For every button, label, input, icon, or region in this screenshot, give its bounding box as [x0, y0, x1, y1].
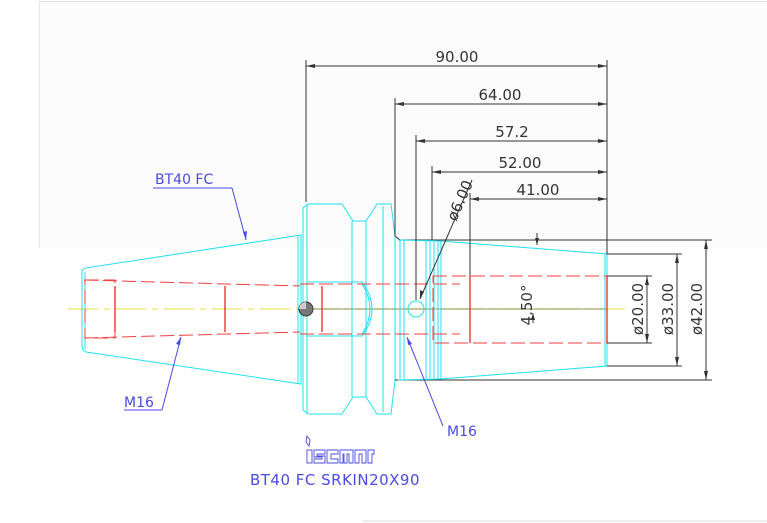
dim-length-52: 52.00: [499, 154, 542, 172]
part-name: BT40 FC SRKIN20X90: [250, 471, 420, 489]
nose-body: [394, 235, 608, 381]
dim-taper-angle: 4.50°: [518, 285, 536, 326]
cross-hole: [407, 300, 425, 318]
thread-label-right: M16: [447, 424, 477, 440]
hidden-bore-lines: [83, 275, 608, 344]
dim-body-dia: ø42.00: [688, 283, 706, 335]
annotation-leaders: [124, 187, 444, 427]
dim-bore-dia: ø20.00: [629, 283, 647, 335]
dim-length-41: 41.00: [517, 181, 560, 199]
taper-callout-label: BT40 FC: [155, 172, 213, 188]
iscar-logo: [305, 434, 375, 464]
flange: [302, 203, 396, 415]
dim-length-57: 57.2: [495, 123, 528, 141]
dim-overall-length: 90.00: [436, 48, 479, 66]
dim-hole-dia: ø6.00: [443, 177, 477, 223]
thread-label-left: M16: [124, 395, 154, 411]
dim-nose-dia: ø33.00: [659, 283, 677, 335]
dim-length-64: 64.00: [479, 86, 522, 104]
drawing-background-panel: [39, 1, 767, 248]
dimension-lines: [305, 60, 712, 381]
